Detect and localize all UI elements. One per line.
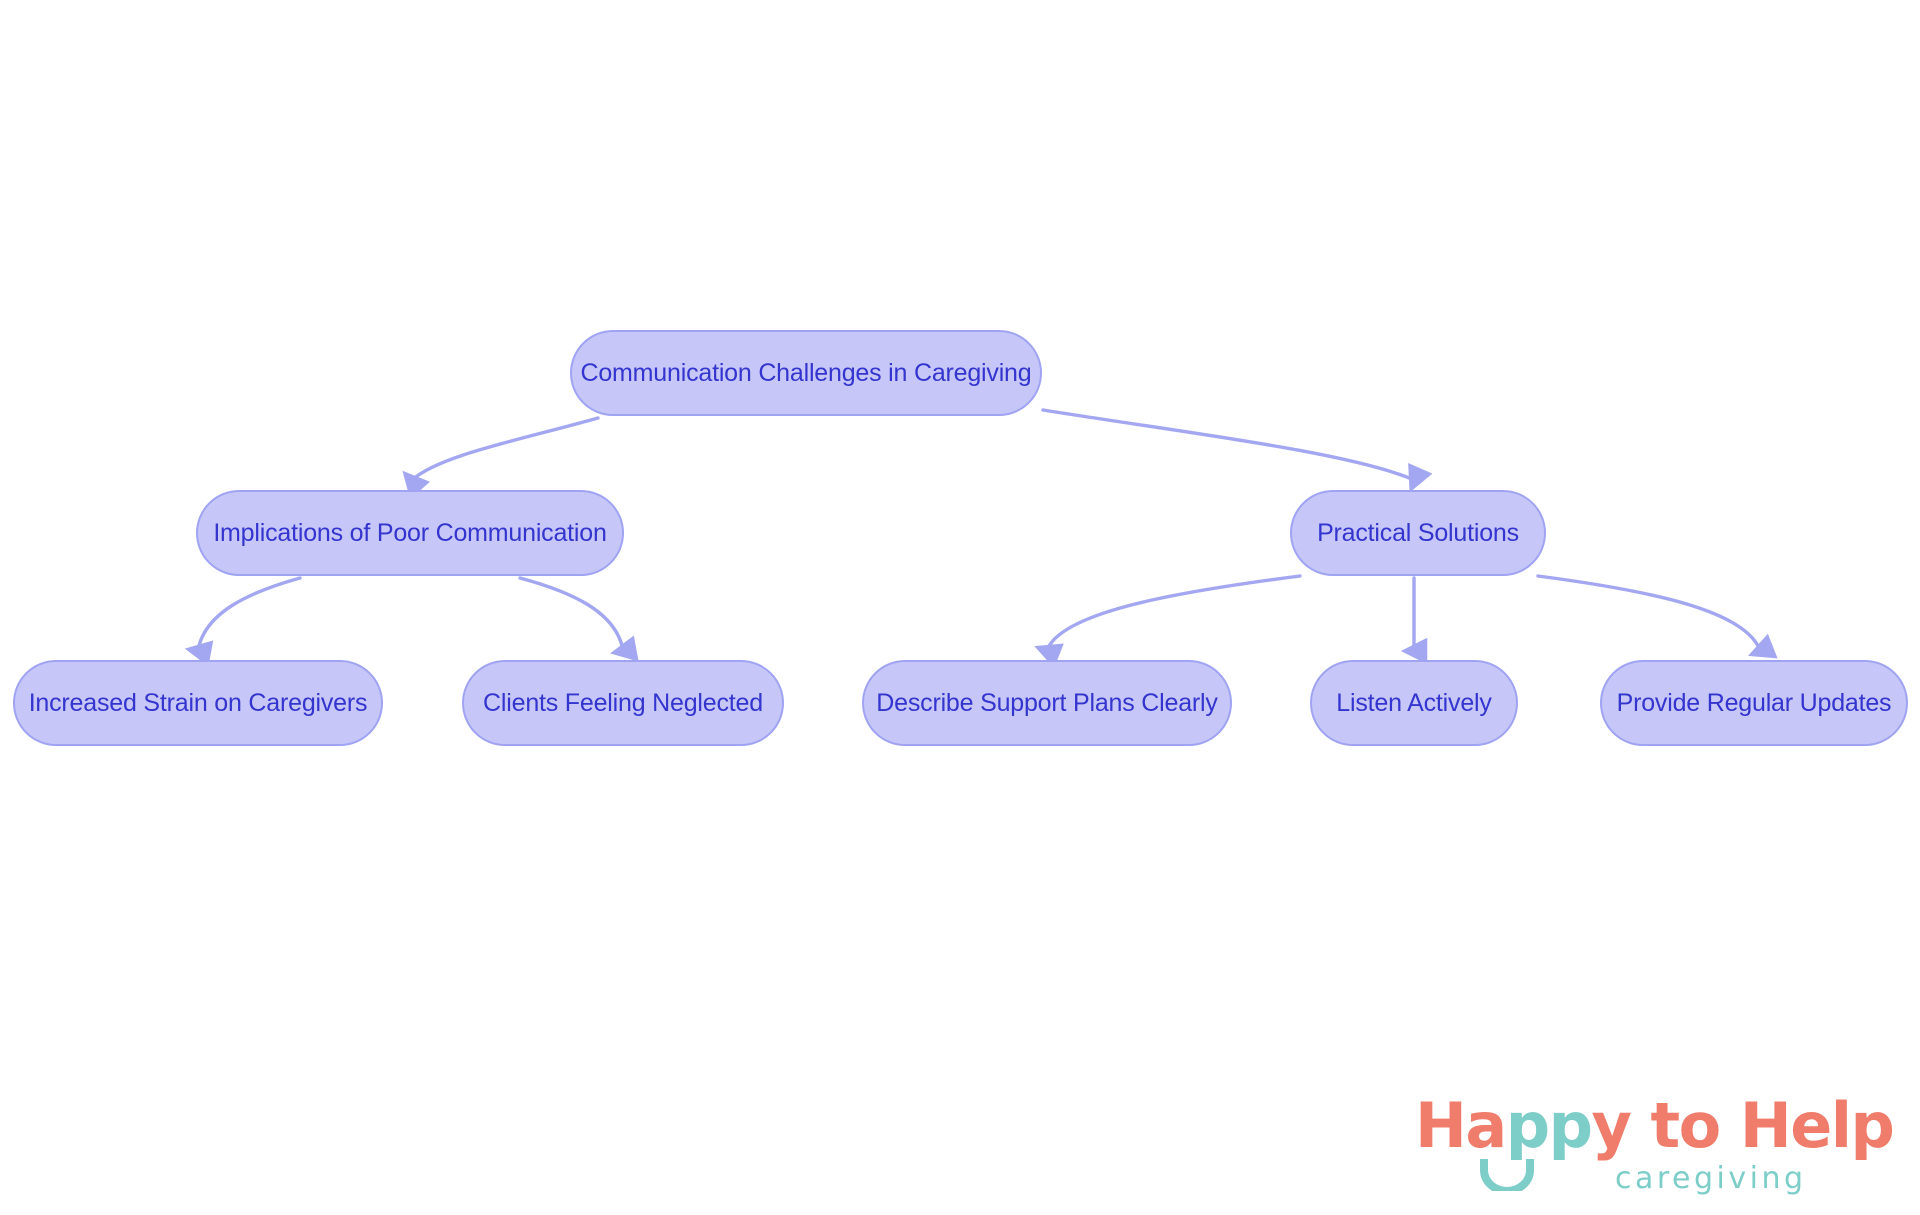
- node-increased-strain-on-caregivers[interactable]: Increased Strain on Caregivers: [13, 660, 383, 746]
- node-implications-of-poor-communication[interactable]: Implications of Poor Communication: [196, 490, 624, 576]
- logo-tagline: caregiving: [1615, 1161, 1807, 1196]
- edge-implications-to-strain: [184, 576, 302, 667]
- happy-to-help-logo: Happy to Help caregiving: [1415, 1095, 1895, 1205]
- node-label: Clients Feeling Neglected: [483, 688, 763, 717]
- edge-solutions-to-updates: [1536, 574, 1778, 659]
- node-clients-feeling-neglected[interactable]: Clients Feeling Neglected: [462, 660, 784, 746]
- logo-text-pp: pp: [1505, 1089, 1593, 1162]
- edge-root-to-implications: [402, 416, 600, 500]
- node-practical-solutions[interactable]: Practical Solutions: [1290, 490, 1546, 576]
- node-communication-challenges[interactable]: Communication Challenges in Caregiving: [570, 330, 1042, 416]
- smile-icon: [1480, 1159, 1534, 1191]
- logo-wordmark: Happy to Help: [1415, 1095, 1895, 1157]
- node-label: Implications of Poor Communication: [213, 518, 607, 547]
- edge-implications-to-neglect: [518, 576, 639, 662]
- node-label: Increased Strain on Caregivers: [28, 688, 368, 717]
- edge-root-to-solutions: [1041, 408, 1433, 493]
- node-label: Practical Solutions: [1317, 518, 1519, 547]
- node-provide-regular-updates[interactable]: Provide Regular Updates: [1600, 660, 1908, 746]
- logo-text-y: y: [1591, 1089, 1632, 1162]
- node-label: Communication Challenges in Caregiving: [580, 358, 1032, 387]
- node-label: Describe Support Plans Clearly: [876, 688, 1218, 717]
- node-label: Provide Regular Updates: [1616, 688, 1892, 717]
- logo-text-ha: Ha: [1415, 1089, 1507, 1162]
- node-label: Listen Actively: [1336, 688, 1492, 717]
- edge-solutions-to-describe: [1034, 574, 1302, 669]
- node-describe-support-plans-clearly[interactable]: Describe Support Plans Clearly: [862, 660, 1232, 746]
- logo-text-to-help: to Help: [1630, 1089, 1895, 1162]
- node-listen-actively[interactable]: Listen Actively: [1310, 660, 1518, 746]
